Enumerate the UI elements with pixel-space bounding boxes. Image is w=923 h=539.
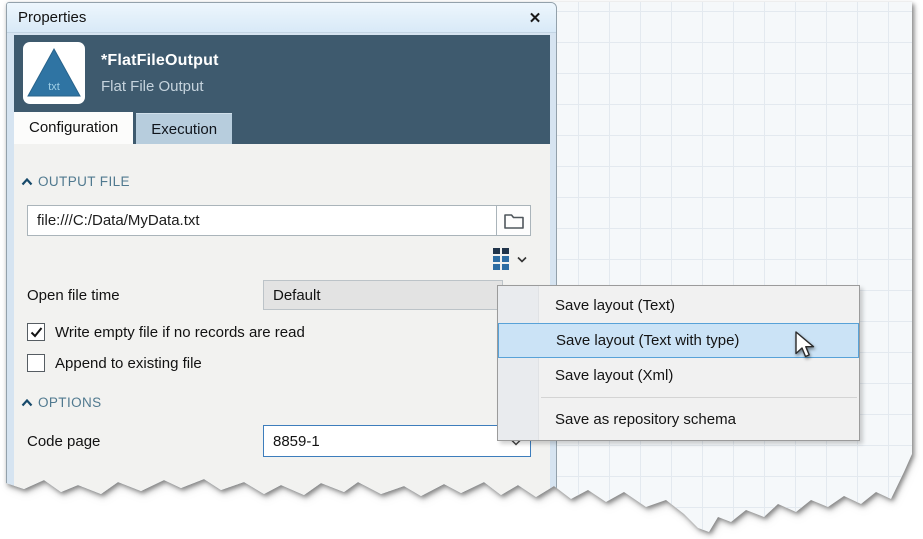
- save-layout-menu: Save layout (Text) Save layout (Text wit…: [497, 285, 860, 441]
- options-section-header[interactable]: OPTIONS: [21, 395, 550, 410]
- component-header: txt *FlatFileOutput Flat File Output: [14, 35, 550, 111]
- layout-grid-icon[interactable]: [493, 248, 509, 270]
- cursor-icon: [794, 331, 816, 366]
- open-file-time-row: Open file time Default: [27, 280, 550, 310]
- section-label: OPTIONS: [38, 395, 102, 410]
- txt-triangle-icon: txt: [27, 47, 81, 97]
- tab-configuration[interactable]: Configuration: [14, 112, 134, 144]
- panel-title: Properties: [18, 9, 87, 26]
- checkbox-unchecked[interactable]: [27, 354, 45, 372]
- screenshot-capture: Properties ✕ txt *FlatFileOutput: [6, 2, 914, 539]
- open-file-time-label: Open file time: [27, 286, 120, 304]
- folder-icon: [503, 213, 524, 229]
- titlebar: Properties ✕: [7, 3, 556, 33]
- file-path-input[interactable]: [27, 205, 497, 236]
- checkbox-checked[interactable]: [27, 323, 45, 341]
- properties-panel: Properties ✕ txt *FlatFileOutput: [6, 2, 557, 514]
- code-page-label: Code page: [27, 432, 101, 450]
- open-file-time-value: Default: [273, 286, 321, 304]
- chevron-up-icon: [21, 398, 33, 407]
- svg-text:txt: txt: [48, 81, 60, 93]
- file-path-row: [27, 205, 531, 236]
- append-existing-row: Append to existing file: [27, 354, 550, 372]
- menu-item-save-layout-xml[interactable]: Save layout (Xml): [555, 367, 674, 384]
- write-empty-label: Write empty file if no records are read: [55, 323, 305, 341]
- output-file-section-header[interactable]: OUTPUT FILE: [21, 174, 550, 189]
- menu-item-save-as-repository-schema[interactable]: Save as repository schema: [555, 411, 736, 428]
- section-label: OUTPUT FILE: [38, 174, 130, 189]
- close-icon[interactable]: ✕: [528, 9, 542, 27]
- chevron-up-icon: [21, 177, 33, 186]
- tab-strip: Configuration Execution: [14, 111, 550, 144]
- checkmark-icon: [30, 326, 42, 337]
- component-type: Flat File Output: [101, 77, 204, 95]
- menu-separator: [541, 397, 857, 398]
- chevron-down-icon[interactable]: [517, 250, 527, 268]
- flat-file-output-icon: txt: [23, 42, 85, 104]
- component-titles: *FlatFileOutput Flat File Output: [101, 52, 219, 95]
- menu-icon-gutter: [498, 286, 539, 440]
- append-existing-label: Append to existing file: [55, 354, 202, 372]
- configuration-body: OUTPUT FILE: [14, 144, 550, 513]
- open-file-time-select[interactable]: Default: [263, 280, 503, 310]
- chevron-down-icon: [511, 433, 521, 450]
- browse-button[interactable]: [496, 205, 531, 236]
- code-page-row: Code page 8859-1: [27, 425, 550, 457]
- panel-frame: txt *FlatFileOutput Flat File Output Con…: [14, 35, 550, 513]
- grid-paper-background: Properties ✕ txt *FlatFileOutput: [6, 2, 912, 532]
- code-page-select[interactable]: 8859-1: [263, 425, 531, 457]
- layout-dropdown-row: [14, 247, 527, 271]
- tab-execution[interactable]: Execution: [136, 113, 233, 144]
- component-name: *FlatFileOutput: [101, 51, 219, 69]
- code-page-value: 8859-1: [273, 432, 320, 450]
- menu-item-save-layout-text[interactable]: Save layout (Text): [555, 297, 676, 314]
- write-empty-row: Write empty file if no records are read: [27, 323, 550, 341]
